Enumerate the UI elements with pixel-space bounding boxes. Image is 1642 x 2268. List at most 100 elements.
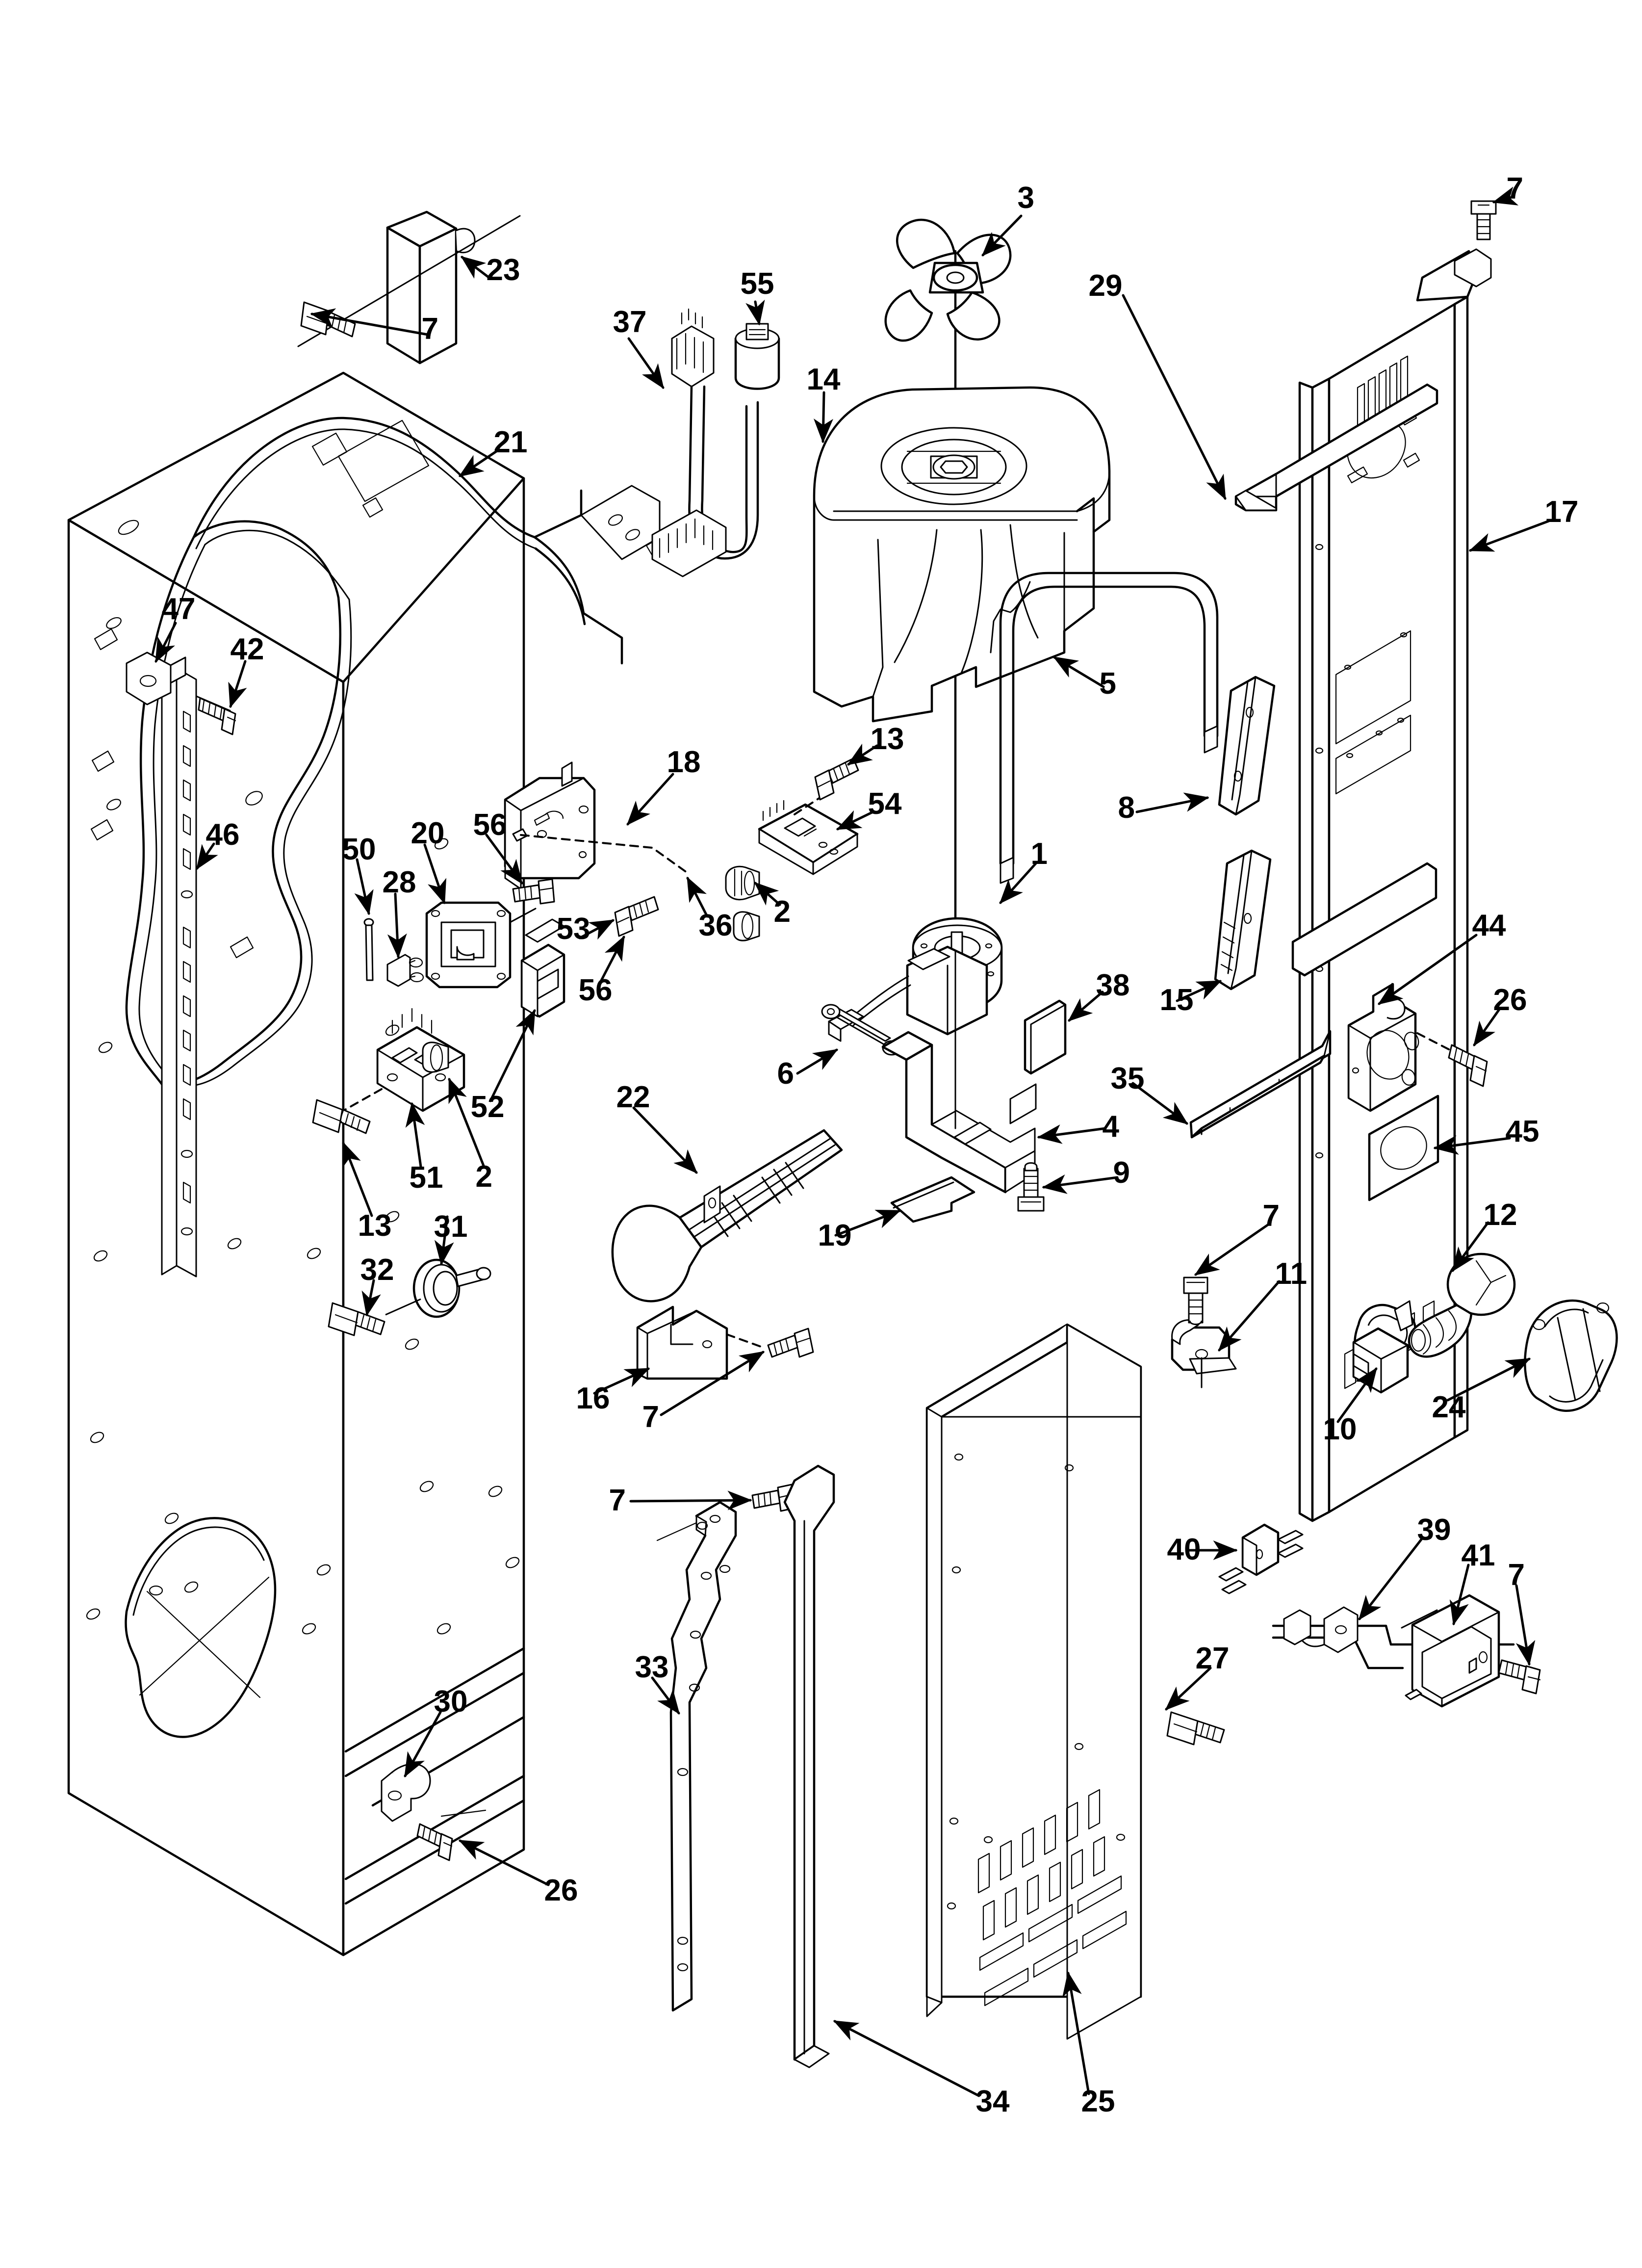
callout-21-cabinet-top-hinge-plate: 21 <box>493 425 528 459</box>
callout-55-light-socket: 55 <box>740 266 774 301</box>
callout-11-wire-clip: 11 <box>1275 1256 1308 1291</box>
callout-36-grommet: 36 <box>698 908 733 942</box>
screw-7-bracket16 <box>767 1328 814 1358</box>
light-switch-cover-52 <box>520 918 565 1018</box>
fan-shroud-14 <box>813 386 1111 723</box>
callout-18-defrost-thermostat-bracket: 18 <box>667 745 701 779</box>
callout-6-link-rod: 6 <box>777 1056 795 1091</box>
thermistor-board-54 <box>758 789 859 875</box>
callout-24-light-socket-cover: 24 <box>1432 1390 1466 1424</box>
callout-27-screw: 27 <box>1195 1641 1230 1675</box>
callout-7-screw: 7 <box>642 1400 660 1434</box>
callout-9-screw: 9 <box>1113 1155 1130 1190</box>
callout-46-shelf-support-rail: 46 <box>205 817 240 852</box>
trim-strip-29 <box>1234 383 1438 512</box>
fan-motor-1 <box>828 861 1003 1042</box>
callout-17-cabinet-side-panel: 17 <box>1544 495 1579 529</box>
callout-5-tube-clamp-loop: 5 <box>1099 666 1117 701</box>
callout-33-base-grille-bracket: 33 <box>635 1650 669 1684</box>
callout-38-insulation-pad: 38 <box>1096 968 1130 1002</box>
base-grille-bracket-33 <box>656 1501 737 2012</box>
callout-2-bushing: 2 <box>773 894 791 929</box>
cabinet-bottom-rail-34 <box>783 1464 835 2068</box>
callout-15-shelf-bracket: 15 <box>1159 983 1194 1017</box>
callout-45-light-lens: 45 <box>1505 1114 1539 1148</box>
callout-26-screw: 26 <box>1493 983 1527 1017</box>
callout-8-shelf-bracket: 8 <box>1118 790 1135 825</box>
drain-tube-22 <box>611 1129 843 1303</box>
terminal-connector-40 <box>1218 1523 1304 1594</box>
cabinet-shell-group <box>67 371 667 1956</box>
bushing-2b <box>422 1042 449 1073</box>
insulation-tape-19 <box>890 1176 975 1223</box>
wire-harness-37 <box>651 308 759 577</box>
air-deflector-rail-35 <box>1189 1030 1332 1139</box>
screw-26-light <box>1448 1044 1488 1087</box>
bushing-2a <box>733 911 760 941</box>
callout-10-door-switch-plunger: 10 <box>1323 1412 1357 1446</box>
callout-51-terminal-block: 51 <box>409 1160 443 1195</box>
callout-16-drain-tube-bracket: 16 <box>576 1381 610 1415</box>
callout-29-cabinet-trim-strip: 29 <box>1088 268 1123 303</box>
callout-52-light-switch-cover: 52 <box>470 1090 505 1124</box>
callout-4-fan-motor-mount-bracket: 4 <box>1102 1109 1120 1144</box>
callout-34-cabinet-bottom-rail: 34 <box>975 2084 1010 2118</box>
callout-40-terminal-connector: 40 <box>1167 1532 1201 1566</box>
screw-13a <box>814 757 859 801</box>
drain-tube-bracket-16 <box>636 1305 766 1380</box>
callout-41-electrical-outlet-box: 41 <box>1461 1538 1495 1572</box>
callout-56-screw: 56 <box>578 973 613 1007</box>
light-socket-55 <box>734 323 780 390</box>
callout-2-bushing: 2 <box>475 1159 493 1194</box>
callout-25-rear-access-panel: 25 <box>1081 2084 1115 2118</box>
callout-23-cabinet-corner-cover: 23 <box>486 253 520 287</box>
light-socket-cover-24 <box>1524 1299 1618 1412</box>
callout-26-screw: 26 <box>544 1873 578 1907</box>
screw-7-outlet <box>1498 1659 1541 1694</box>
callout-7-screw: 7 <box>1508 1558 1525 1592</box>
callout-44-mullion-trim: 44 <box>1472 908 1506 942</box>
callout-13-screw: 13 <box>870 722 904 756</box>
rear-access-panel-25 <box>925 1323 1142 2040</box>
callout-1-evaporator-fan-motor: 1 <box>1030 836 1048 871</box>
roller-wheel-31 <box>385 1258 491 1318</box>
callout-47-liner-trim: 47 <box>161 592 196 626</box>
door-switch-plunger-10 <box>1352 1300 1417 1394</box>
corner-cover-23 <box>297 210 521 365</box>
callout-19-insulation-tape: 19 <box>818 1218 852 1252</box>
callout-39-ground-wire-terminal: 39 <box>1417 1512 1451 1547</box>
screw-27 <box>1166 1711 1225 1746</box>
wire-clip-11 <box>1171 1319 1237 1388</box>
callout-28-spring-clip: 28 <box>382 865 416 899</box>
shelf-bracket-15 <box>1214 849 1272 991</box>
callout-53-screw: 53 <box>556 912 590 946</box>
shelf-bracket-8 <box>1218 676 1276 816</box>
insulation-pad-38 <box>1024 999 1067 1075</box>
light-housing-bracket <box>1347 983 1453 1112</box>
screw-9 <box>1017 1162 1045 1212</box>
callout-20-light-switch-housing: 20 <box>410 816 445 850</box>
outlet-box-41 <box>1401 1594 1500 1708</box>
callout-50-pin: 50 <box>342 832 376 866</box>
light-switch-housing-20 <box>425 901 537 989</box>
callout-31-roller-wheel: 31 <box>434 1209 468 1244</box>
callout-7-screw: 7 <box>421 312 439 346</box>
callout-56-screw: 56 <box>473 808 507 842</box>
tube-clamp-5 <box>999 572 1219 884</box>
callout-14-evaporator-fan-shroud: 14 <box>806 362 841 396</box>
callout-7-screw: 7 <box>1262 1199 1280 1233</box>
leader-lines <box>154 186 1550 2097</box>
light-lens-45 <box>1368 1095 1439 1201</box>
callout-35-air-deflector-rail: 35 <box>1110 1061 1145 1095</box>
callout-22-drain-tube: 22 <box>616 1080 650 1114</box>
pin-50 <box>363 918 374 981</box>
mullion-trim-44 <box>1291 862 1437 977</box>
screw-7-top-right <box>1470 200 1497 240</box>
motor-mount-bracket-4 <box>881 951 1037 1194</box>
screw-32 <box>328 1302 385 1336</box>
spring-clip-28 <box>386 954 424 987</box>
screw-56a <box>512 878 555 905</box>
screw-7-clip <box>1183 1277 1208 1325</box>
